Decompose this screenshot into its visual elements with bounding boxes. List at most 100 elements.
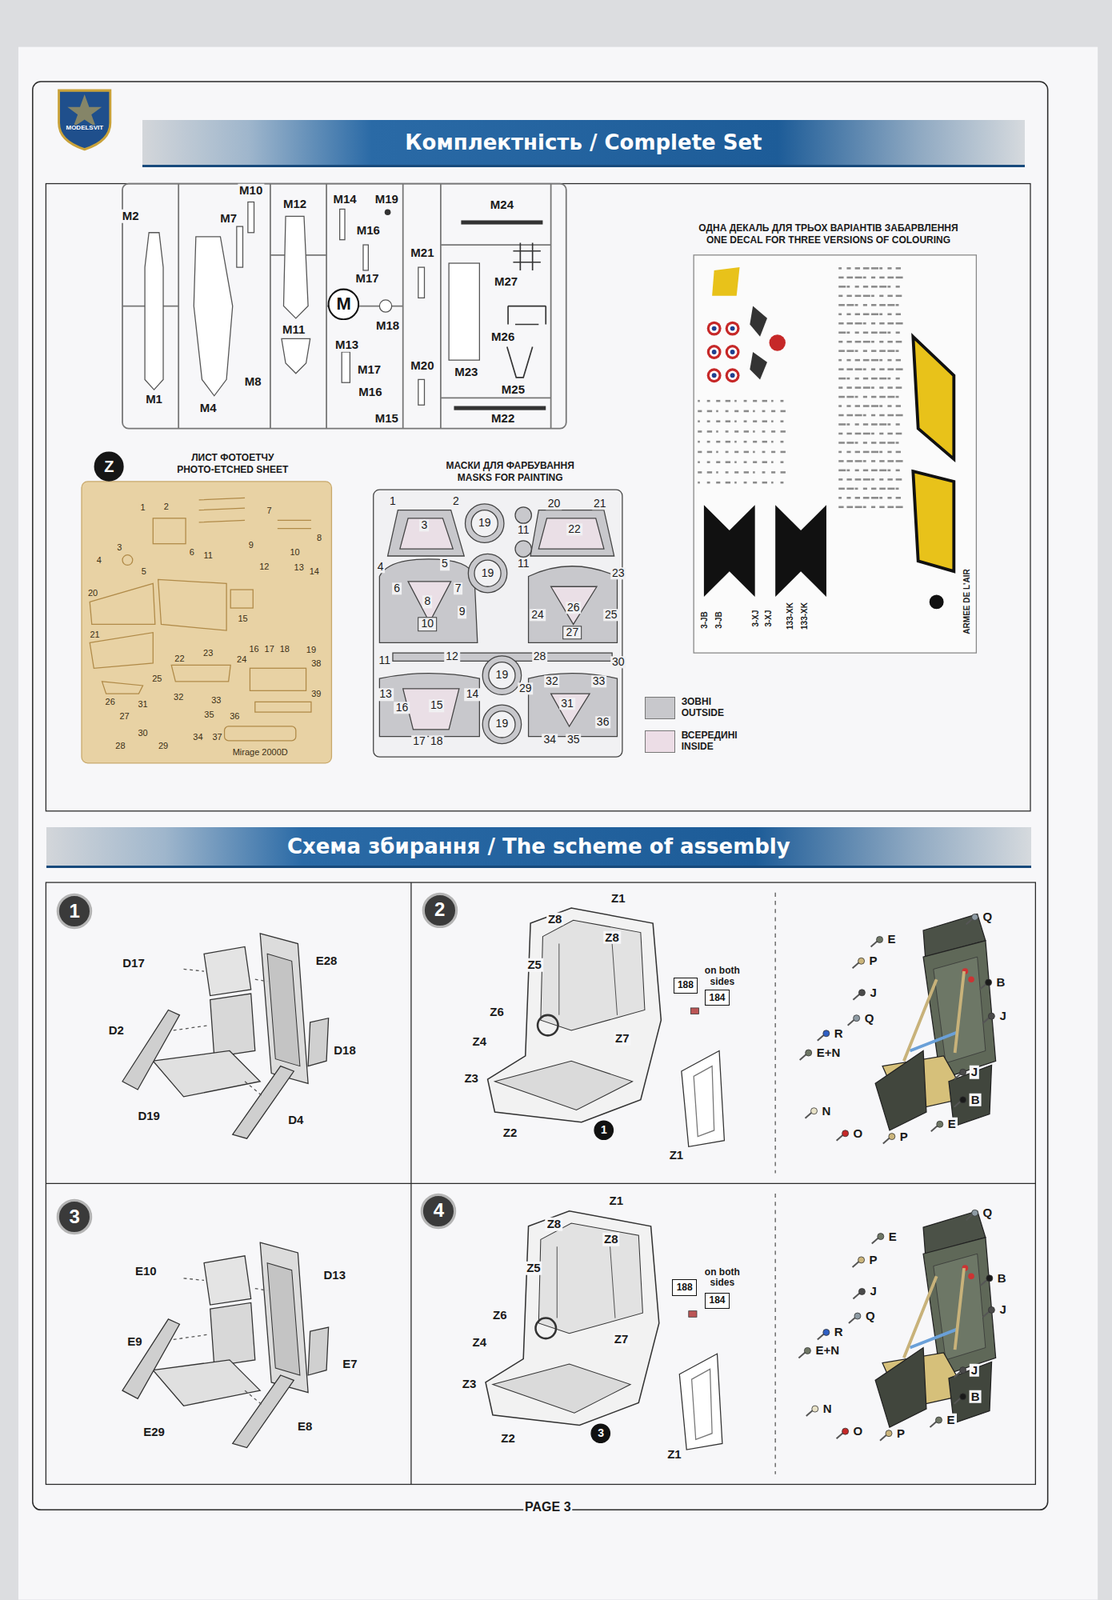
illustration-shape [45,882,1036,1484]
etch-part-number: 10 [288,547,301,557]
illustration-shape [744,420,748,423]
illustration-shape [744,471,749,474]
node-label: Z [104,457,114,476]
etch-part-number: 23 [201,648,215,658]
illustration-shape [284,216,309,319]
paint-drop [836,1428,849,1439]
illustration-shape [871,349,876,352]
illustration-shape [716,420,720,423]
illustration-shape [879,276,884,280]
illustration-shape [863,304,868,307]
illustration-shape [771,440,774,444]
etch-part-number: 26 [104,696,117,707]
illustration-shape [515,507,532,524]
etch-part-number: 8 [315,532,324,543]
illustration-shape [453,406,546,411]
illustration-shape [846,506,853,509]
node-label: 2 [434,899,445,920]
illustration-shape [846,441,854,444]
mask-number: 30 [610,656,627,668]
illustration-shape [838,295,843,298]
illustration-shape [775,892,776,1475]
part-number: M25 [500,383,527,397]
illustration-shape [855,478,862,481]
illustration-shape [988,1012,995,1020]
paint-drop [852,1288,865,1299]
step-reference: 3 [590,1423,612,1444]
illustration-shape [896,423,900,426]
illustration-shape [879,331,887,334]
illustration-shape [855,414,863,417]
illustration-shape [811,1108,818,1115]
part-number: Z8 [603,931,621,945]
paint-drop [872,1233,884,1244]
illustration-shape [45,184,1031,812]
illustration-shape [734,400,737,403]
part-number: Z5 [525,958,544,972]
banner-title: Комплектність / Complete Set [404,131,762,155]
illustration-shape [846,322,853,325]
illustration-shape [89,583,156,624]
paint-drop [931,1120,944,1132]
paint-callout: E [944,1413,956,1428]
mask-number: 18 [428,735,445,748]
illustration-shape [122,1242,329,1448]
illustration-shape [697,471,702,474]
part-number: Z1 [665,1448,684,1462]
illustration-shape [846,496,851,500]
paint-callout: J [969,1363,980,1377]
step-number: 4 [420,1192,457,1230]
illustration-shape [704,504,756,597]
illustration-shape [838,396,845,399]
illustration-shape [887,423,891,426]
illustration-shape [871,506,876,509]
illustration-shape [507,243,546,378]
illustration-shape [838,349,845,352]
illustration-shape [528,566,618,644]
illustration-shape [707,440,711,444]
legend-label: ЗОВНІ OUTSIDE [681,696,750,720]
illustration-shape [871,340,875,344]
paint-callout: J [868,986,878,1000]
illustration-shape [838,312,842,316]
illustration-shape [697,420,700,423]
illustration-shape [896,377,900,380]
illustration-shape [780,460,784,464]
illustration-shape [771,481,774,484]
illustration-shape [728,371,737,380]
illustration-shape [846,396,854,399]
illustration-shape [379,673,480,737]
part-number: M10 [237,184,264,198]
section-banner: Комплектність / Complete Set [142,120,1025,168]
step-circle [57,894,91,928]
part-number: Z7 [612,1332,631,1347]
illustration-shape [848,1020,855,1026]
part-number: M7 [218,212,239,226]
illustration-shape [954,1398,961,1404]
mask-number: 23 [610,567,627,580]
illustration-shape [838,478,843,481]
illustration-shape [871,451,879,454]
mask-number: 19 [494,668,511,681]
illustration-shape [255,701,312,712]
illustration-shape [954,1101,961,1108]
mask-number: 5 [440,557,450,570]
illustration-shape [879,349,886,352]
etch-part-number: 1 [138,502,147,512]
illustration-shape [871,414,876,417]
illustration-shape [887,451,892,454]
illustration-shape [879,267,883,270]
illustration-shape [530,510,615,556]
illustration-shape [468,553,507,592]
paint-drop [798,1347,811,1358]
illustration-shape [762,420,768,423]
illustration-shape [863,496,870,500]
illustration-shape [879,285,887,288]
illustration-shape [838,331,846,334]
part-number: D13 [322,1268,348,1283]
paint-drop [880,1430,892,1441]
illustration-shape [780,430,786,433]
illustration-shape [855,368,863,371]
mask-number: 21 [592,497,608,510]
part-number: M2 [120,209,141,224]
